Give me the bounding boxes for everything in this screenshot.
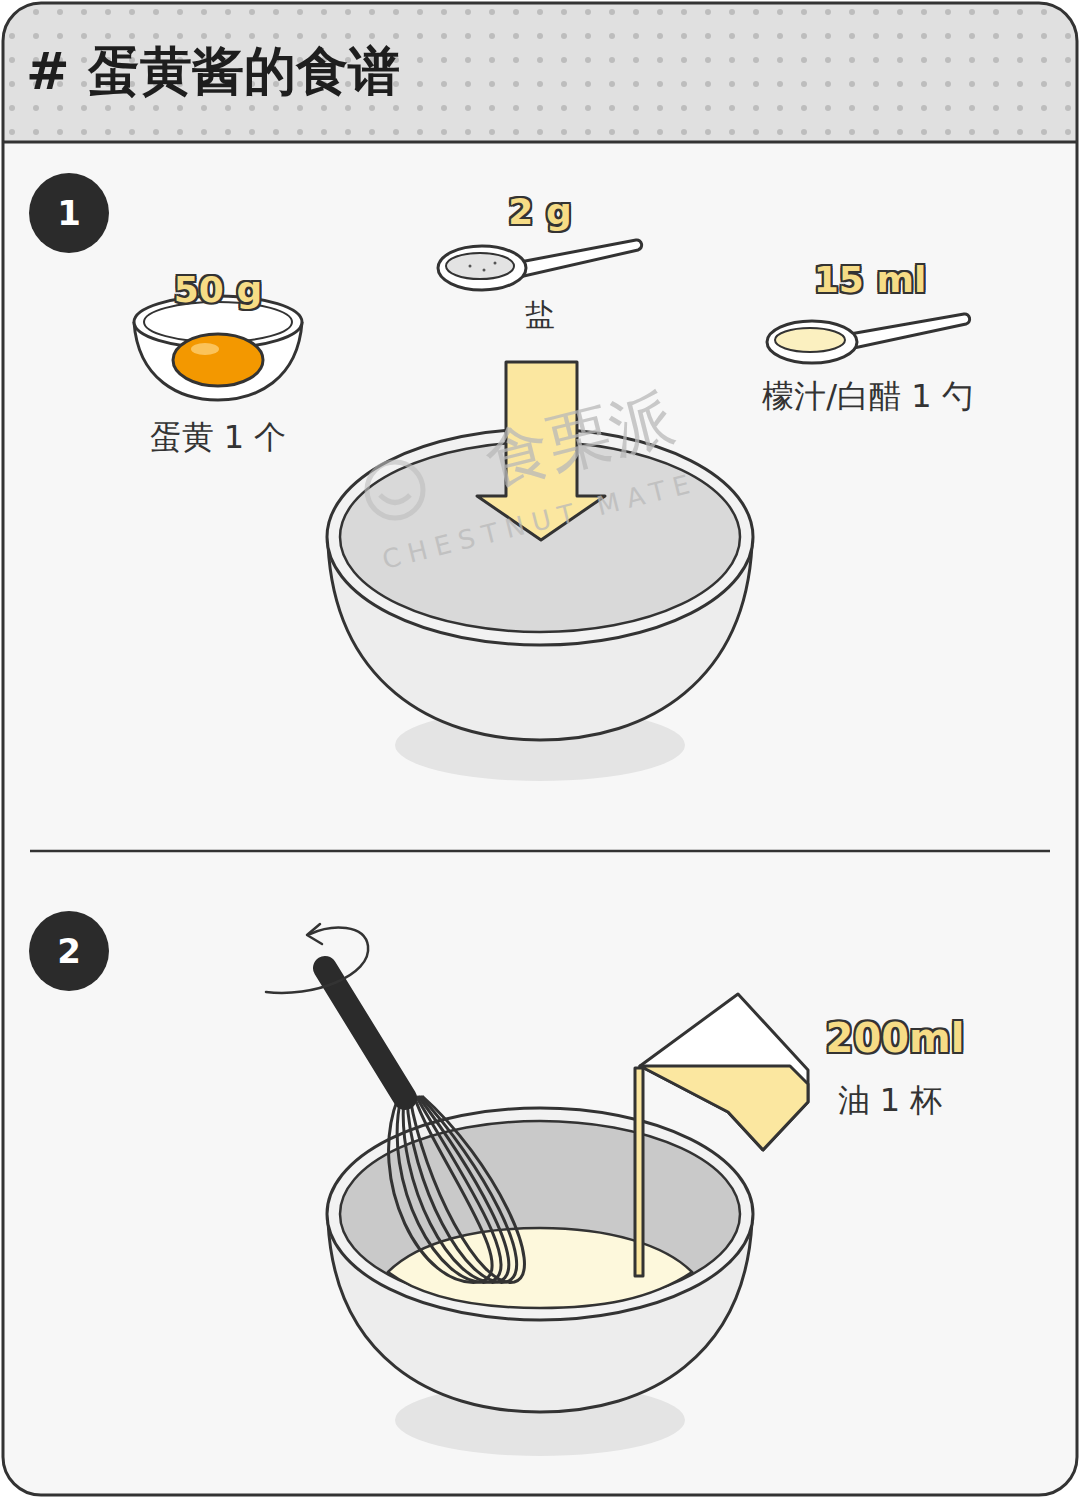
- drawing-part: [640, 994, 808, 1150]
- drawing-part: [30, 850, 1050, 853]
- drawing-part: [403, 1096, 509, 1282]
- drawing-part: [635, 1068, 643, 1276]
- drawing-part: [3, 3, 1077, 142]
- volume-label: 200ml: [826, 1015, 965, 1061]
- drawing-part: [446, 253, 514, 279]
- step-number: 1: [29, 173, 109, 253]
- drawing-part: [191, 343, 219, 355]
- drawing-part: [325, 968, 405, 1098]
- recipe-title: # 蛋黄酱的食谱: [26, 42, 400, 102]
- drawing-part: [410, 1096, 524, 1282]
- drawing-part: [3, 3, 1077, 1495]
- ingredient-name: 蛋黄 1 个: [150, 419, 287, 456]
- drawing-part: [640, 1066, 808, 1150]
- drawing-part: [407, 1096, 517, 1282]
- drawing-part: [520, 240, 642, 276]
- oil-cup: [635, 994, 808, 1276]
- drawing-part: [380, 495, 410, 503]
- drawing-part: [850, 314, 970, 348]
- drawing-part: [494, 262, 497, 265]
- ingredient-name: 盐: [525, 298, 555, 333]
- drawing-part: [3, 3, 1077, 1495]
- drawing-part: [775, 328, 845, 352]
- drawing-part: [469, 265, 472, 268]
- ingredient-name: 油 1 杯: [838, 1082, 943, 1119]
- watermark-logo: [367, 462, 423, 518]
- salt-spoon: [438, 240, 642, 290]
- drawing-part: [266, 928, 368, 993]
- ingredient-name: 檬汁/白醋 1 勺: [762, 378, 973, 415]
- step-number-text: 2: [57, 931, 81, 971]
- whisk: [389, 1096, 525, 1282]
- drawing-part: [767, 321, 857, 363]
- volume-label: 15 ml: [814, 259, 926, 300]
- drawing-part: [367, 462, 423, 518]
- mixing-bowl: [327, 1108, 753, 1456]
- drawing-part: [3, 3, 1077, 142]
- weight-label: 50 g: [174, 269, 262, 310]
- drawing-part: [173, 334, 263, 386]
- yolk-bowl: [134, 296, 302, 400]
- weight-label: 2 g: [508, 191, 571, 232]
- drawing-part: [3, 141, 1077, 144]
- drawing-part: [388, 1228, 692, 1308]
- drawing-part: [3, 3, 1077, 142]
- step-number-text: 1: [57, 193, 81, 233]
- drawing-part: [307, 924, 322, 944]
- lemon-spoon: [767, 314, 970, 363]
- step-number: 2: [29, 911, 109, 991]
- drawing-part: [438, 246, 526, 290]
- whisk-handle: [325, 968, 405, 1098]
- drawing-part: [327, 1108, 753, 1320]
- drawing-part: [483, 269, 486, 272]
- rotation-arrow: [266, 924, 368, 993]
